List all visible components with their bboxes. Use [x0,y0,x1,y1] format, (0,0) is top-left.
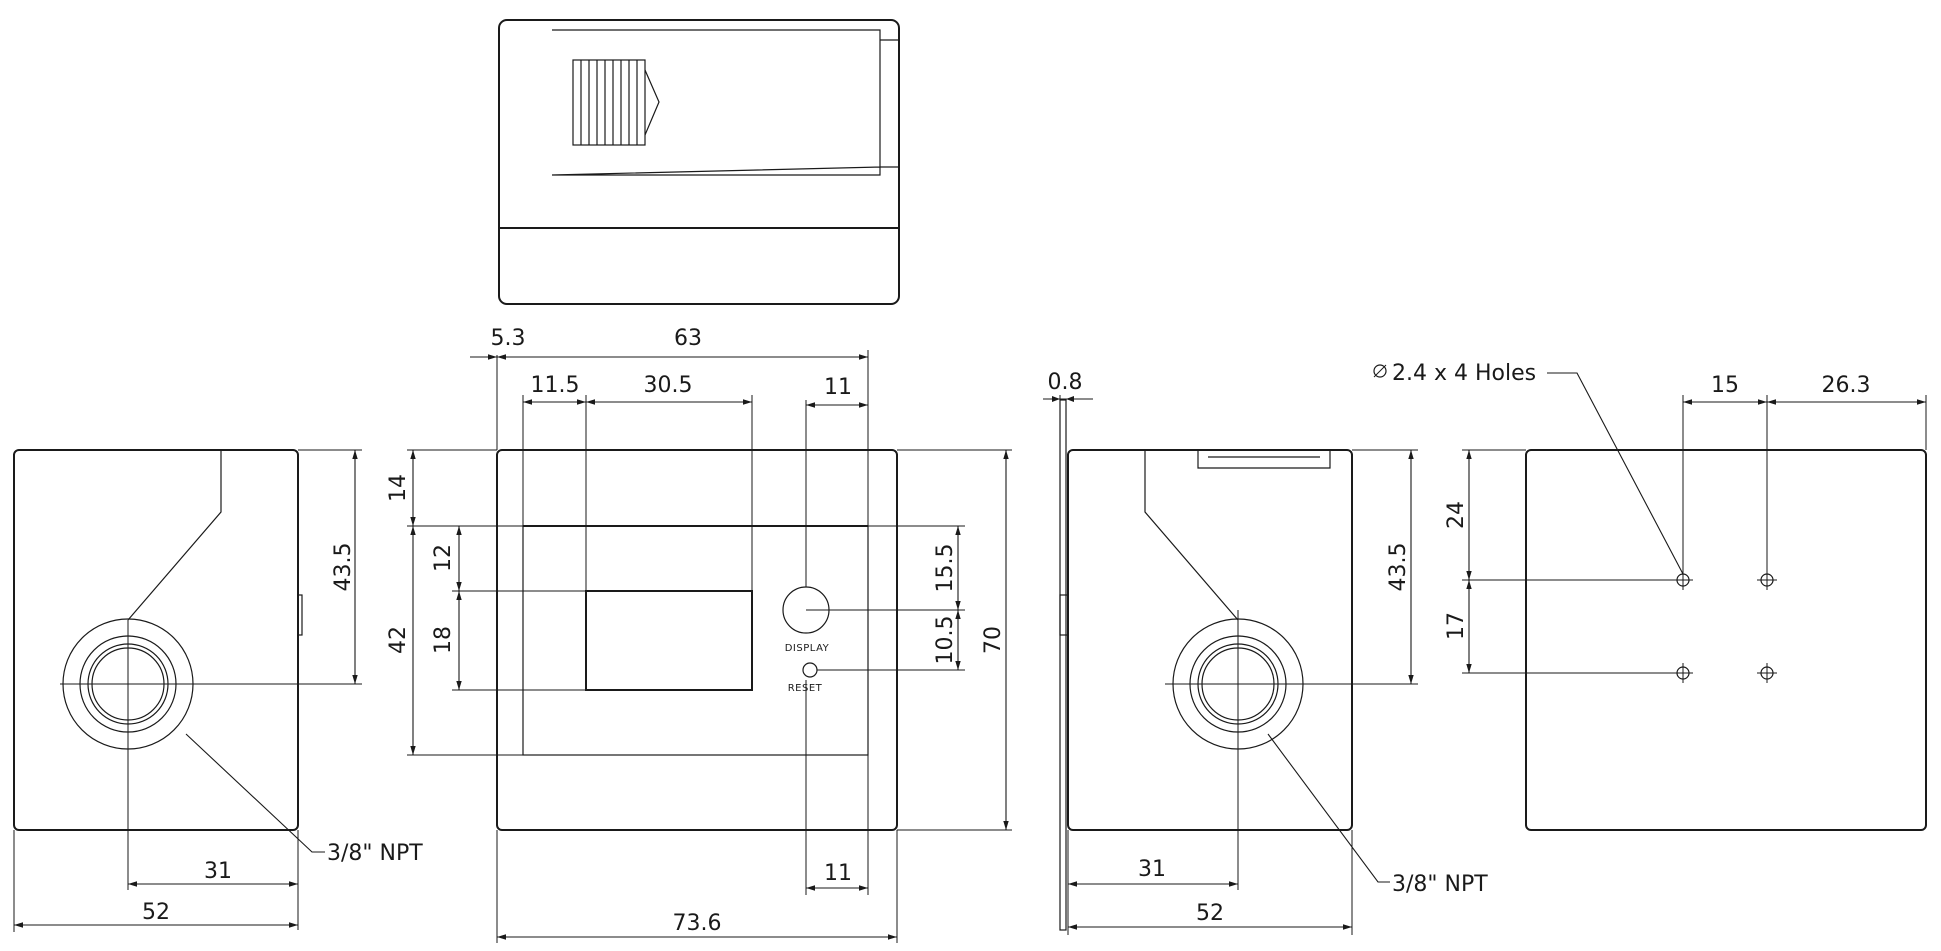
front-dim-reset-offset: 10.5 [933,616,958,665]
left-dim-port-offset: 31 [204,859,232,884]
left-dim-height: 43.5 [331,543,356,592]
right-dim-lip: 0.8 [1048,370,1083,395]
right-port [1165,610,1310,890]
top-view [498,19,900,305]
back-dim-top-offset: 24 [1444,501,1469,529]
front-dim-left-offset: 5.3 [491,326,526,351]
right-side-view: 0.8 43.5 31 52 3/8" NPT [1043,370,1488,935]
left-npt-callout: 3/8" NPT [327,841,423,866]
front-dim-span-top: 63 [674,326,702,351]
front-view-outline [496,449,898,831]
display-label: DISPLAY [785,643,830,654]
top-view-cover [551,29,899,176]
front-dim-inner-height: 42 [386,626,411,654]
mounting-hole [1757,663,1777,683]
front-dim-top-offset: 14 [386,474,411,502]
right-dim-port-offset: 31 [1138,857,1166,882]
right-view-edge [1144,450,1239,621]
front-dim-total-width: 73.6 [673,911,722,936]
front-dim-window-left: 11.5 [531,373,580,398]
right-view-mount-plate [1059,399,1067,931]
front-dim-window-width: 30.5 [644,373,693,398]
right-view-slot [1197,450,1331,469]
left-view-edge [127,450,222,621]
front-panel-bezel [522,525,869,756]
front-dim-total-height: 70 [981,626,1006,654]
back-view: 2.4 x 4 Holes 15 26.3 24 17 [1373,361,1927,831]
front-dim-window-height: 18 [431,626,456,654]
back-view-outline [1525,449,1927,831]
front-dim-right-margin-bottom: 11 [824,861,852,886]
reset-label: RESET [788,683,823,694]
reset-button [802,662,818,678]
connector-hatch [572,59,660,146]
right-view-tab [1059,594,1069,636]
left-view-outline [13,449,299,831]
front-dim-window-top: 12 [431,544,456,572]
front-dim-right-margin-top: 11 [824,375,852,400]
holes-callout-text: 2.4 x 4 Holes [1392,361,1536,386]
right-dim-height: 43.5 [1386,543,1411,592]
back-dim-hole-spacing-y: 17 [1444,612,1469,640]
right-npt-callout: 3/8" NPT [1392,872,1488,897]
back-dim-hole-spacing-x: 15 [1711,373,1739,398]
right-view-outline [1067,449,1353,831]
back-dim-right-offset: 26.3 [1822,373,1871,398]
left-side-view: 43.5 31 52 3/8" NPT [13,449,423,932]
right-dim-width: 52 [1196,901,1224,926]
hole-callout: 2.4 x 4 Holes [1373,361,1684,575]
left-port [60,618,220,890]
mounting-holes [1673,570,1777,683]
display-window [585,590,753,691]
top-view-outline [498,19,900,305]
left-view-tab [297,594,303,636]
front-dim-display-offset: 15.5 [933,544,958,593]
left-dim-width: 52 [142,900,170,925]
front-view: DISPLAY RESET 5.3 63 11.5 30.5 11 14 42 … [386,326,1012,943]
